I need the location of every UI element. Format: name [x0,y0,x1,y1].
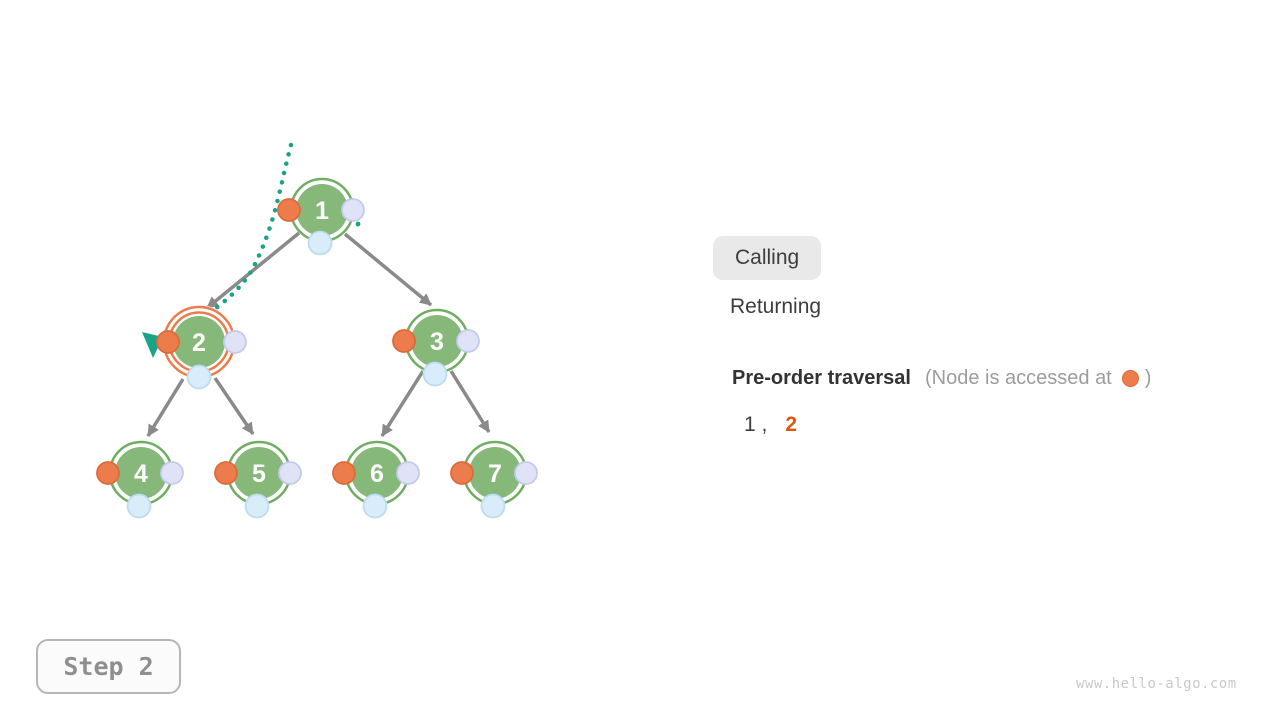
traversal-note-suffix: ) [1144,367,1152,389]
access-dot-icon [277,198,301,222]
right-dot-icon [396,461,420,485]
access-dot-icon [96,461,120,485]
access-dot-icon [392,329,416,353]
traversal-sequence: 1 , 2 [744,413,797,437]
current-sequence-item: 2 [785,413,798,436]
node-label: 1 [315,197,329,225]
access-dot-icon [332,461,356,485]
recursion-path-dot [355,221,361,227]
node-label: 2 [192,329,206,357]
traversal-note: (Node is accessed at [924,367,1112,389]
right-dot-icon [514,461,538,485]
edge-2-5 [213,377,255,435]
access-dot-icon [450,461,474,485]
tree-edges [146,231,491,437]
node-label: 7 [488,460,502,488]
step-indicator: Step 2 [36,639,181,694]
right-dot-icon [160,461,184,485]
visited-sequence: 1 , [744,413,768,436]
bottom-dot-icon [126,493,152,519]
bottom-dot-icon [422,361,448,387]
returning-state-label: Returning [730,295,822,318]
bottom-dot-icon [362,493,388,519]
bottom-dot-icon [244,493,270,519]
edge-1-3 [343,232,433,307]
edge-1-2 [205,231,301,310]
binary-tree-diagram: 1 2 3 4 [96,142,538,519]
tree-node-7: 7 [450,440,538,519]
bottom-dot-icon [186,364,212,390]
node-label: 6 [370,460,384,488]
calling-state-chip: Calling [713,236,822,280]
access-dot-legend-icon [1121,370,1139,387]
edge-2-4 [146,378,185,437]
edge-3-7 [449,370,491,433]
bottom-dot-icon [480,493,506,519]
bottom-dot-icon [307,230,333,256]
watermark: www.hello-algo.com [1076,676,1237,692]
edge-3-6 [380,370,425,437]
right-dot-icon [456,329,480,353]
node-label: 5 [252,460,266,488]
tree-node-4: 4 [96,440,184,519]
tree-node-1: 1 [277,177,365,256]
traversal-title: Pre-order traversal [732,367,911,389]
tree-node-2-current: 2 [156,305,247,390]
node-label: 3 [430,328,444,356]
right-dot-icon [223,330,247,354]
tree-node-3: 3 [392,308,480,387]
right-dot-icon [341,198,365,222]
node-label: 4 [134,460,148,488]
access-dot-icon [214,461,238,485]
right-dot-icon [278,461,302,485]
traversal-caption: Pre-order traversal (Node is accessed at… [732,367,1151,390]
access-dot-icon [156,330,180,354]
tree-node-6: 6 [332,440,420,519]
tree-node-5: 5 [214,440,302,519]
